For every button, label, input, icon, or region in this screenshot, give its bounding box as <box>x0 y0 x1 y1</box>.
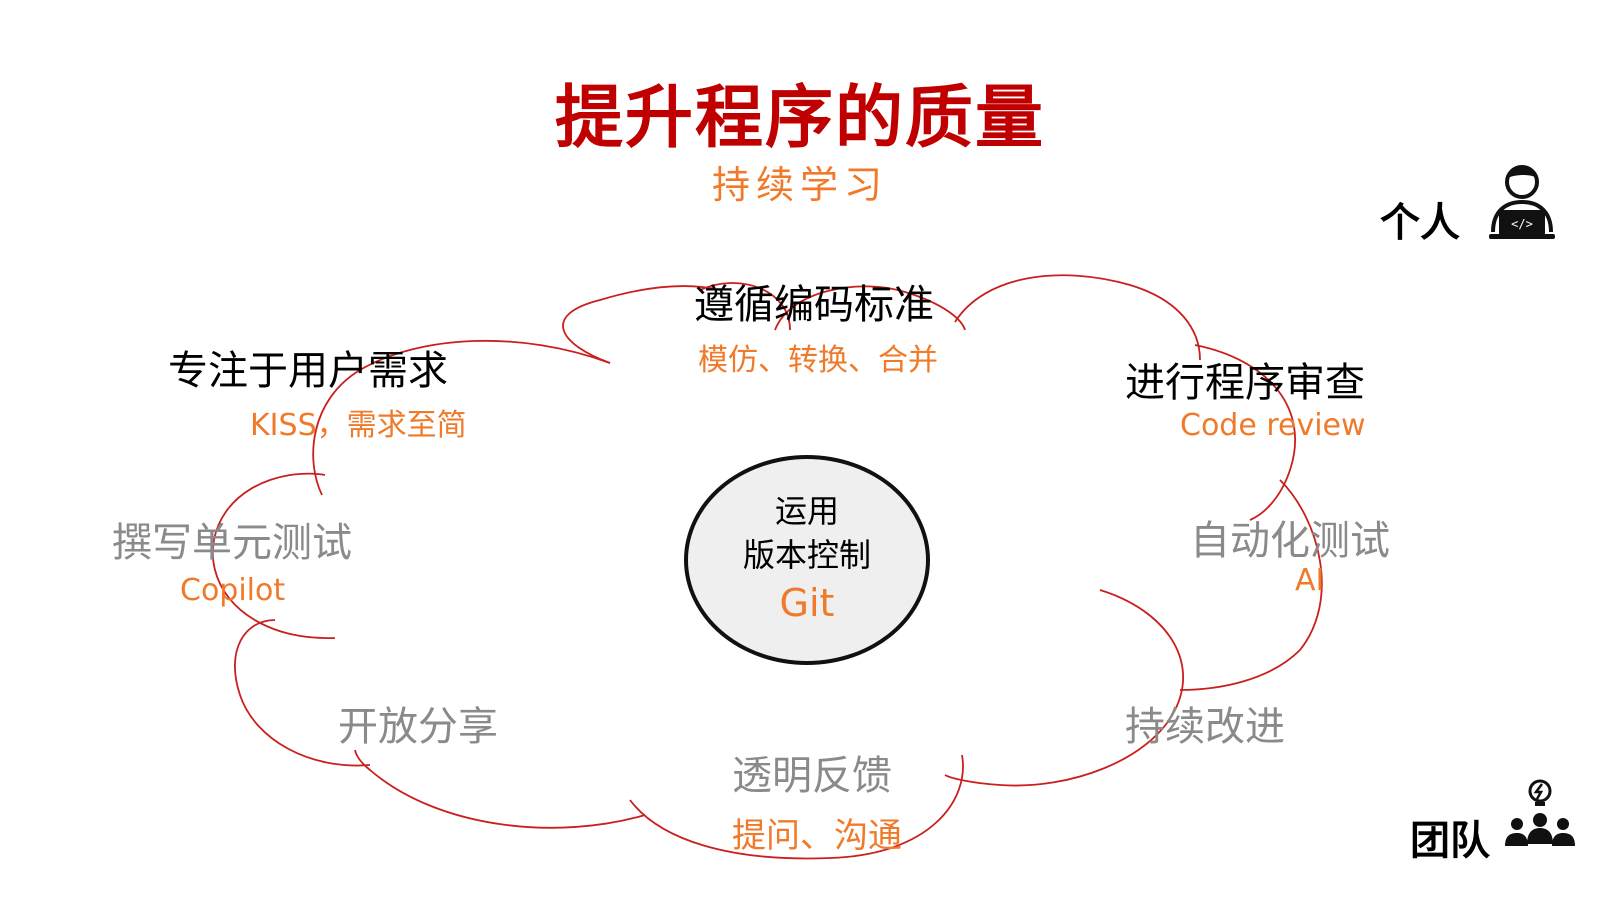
svg-text:</>: </> <box>1511 217 1533 231</box>
center-line-2: 版本控制 <box>742 536 871 574</box>
coding-standard-title: 遵循编码标准 <box>694 282 934 328</box>
coding-standard-sub: 模仿、转换、合并 <box>698 343 938 378</box>
center-line-1: 运用 <box>774 492 839 530</box>
auto-test-sub: AI <box>1295 563 1325 598</box>
continuous-improve-title: 持续改进 <box>1125 704 1285 750</box>
code-review-sub: Code review <box>1180 408 1366 443</box>
team-idea-icon <box>1500 778 1580 853</box>
individual-label: 个人 <box>1380 200 1460 246</box>
center-line-3: Git <box>779 581 835 625</box>
developer-laptop-icon: </> <box>1487 160 1557 240</box>
unit-test-sub: Copilot <box>180 573 286 608</box>
auto-test-title: 自动化测试 <box>1190 518 1390 564</box>
unit-test-title: 撰写单元测试 <box>112 520 352 566</box>
user-focus-sub: KISS，需求至简 <box>250 408 467 443</box>
page-title: 提升程序的质量 <box>554 79 1045 158</box>
code-review-title: 进行程序审查 <box>1125 360 1365 406</box>
center-circle: 运用 版本控制 Git <box>684 455 930 665</box>
user-focus-title: 专注于用户需求 <box>168 348 448 394</box>
page-subtitle: 持续学习 <box>711 163 888 207</box>
transparent-feedback-sub: 提问、沟通 <box>732 816 902 856</box>
transparent-feedback-title: 透明反馈 <box>732 753 892 799</box>
team-label: 团队 <box>1410 818 1490 864</box>
open-share-title: 开放分享 <box>338 704 498 750</box>
